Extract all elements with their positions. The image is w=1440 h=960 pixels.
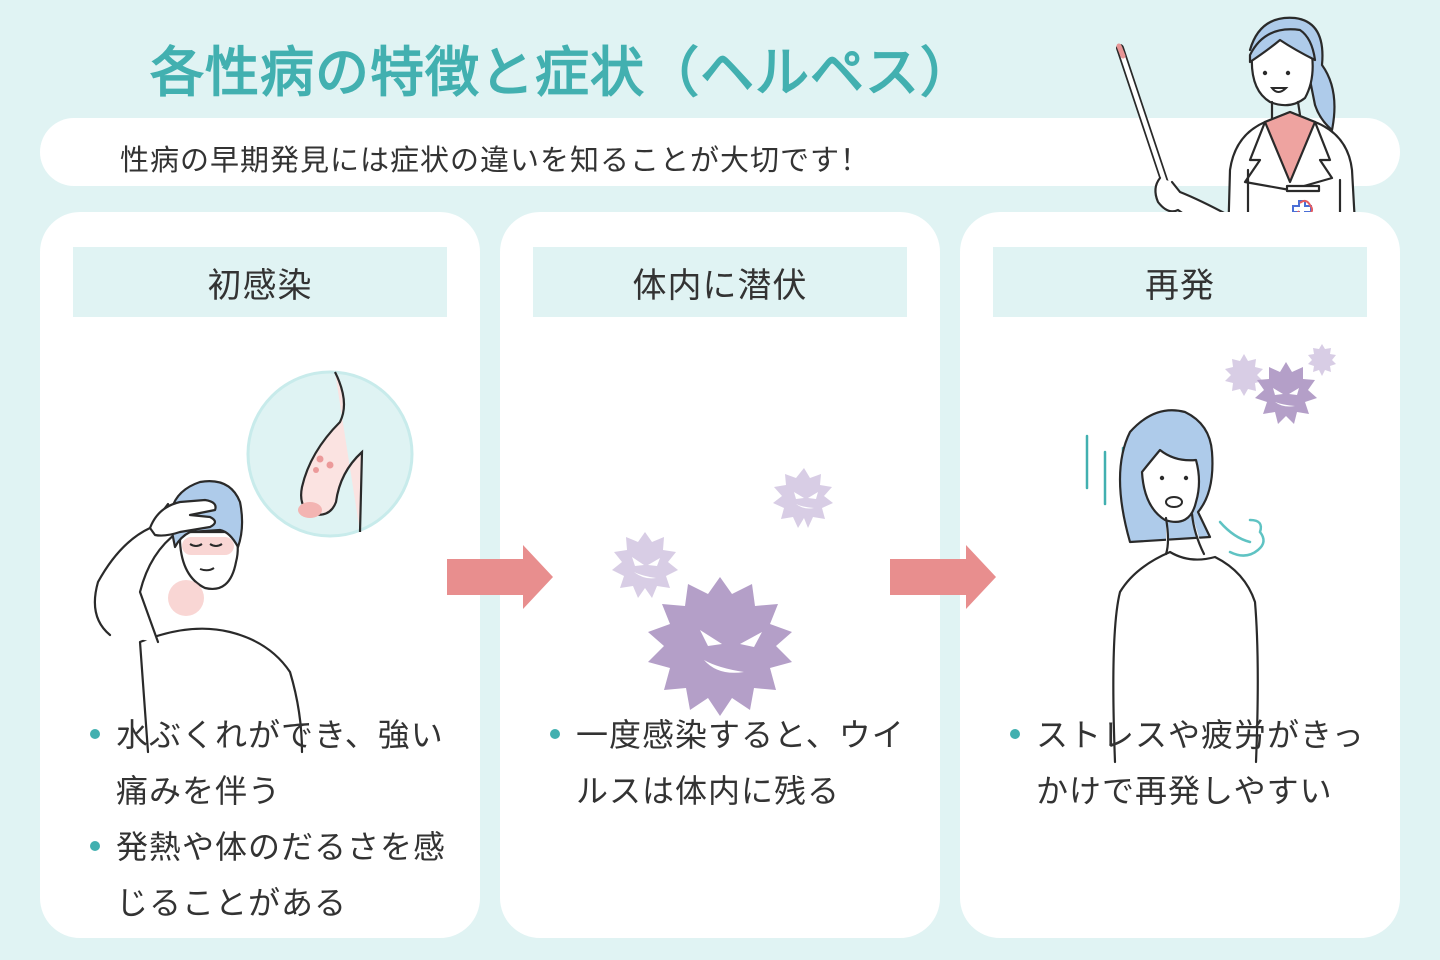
virus-icon bbox=[1255, 362, 1317, 424]
bullet-dot-icon bbox=[90, 729, 100, 739]
symptom-list: 一度感染すると、ウイルスは体内に残る bbox=[550, 707, 910, 819]
stage-heading: 体内に潜伏 bbox=[533, 247, 907, 317]
symptom-item: 一度感染すると、ウイルスは体内に残る bbox=[550, 707, 910, 819]
virus-small-icon bbox=[1225, 354, 1263, 396]
symptom-item: 水ぶくれができ、強い痛みを伴う bbox=[90, 707, 450, 819]
arrow-right-icon bbox=[890, 545, 996, 609]
virus-small-icon bbox=[1308, 344, 1336, 376]
stage-card-latent: 体内に潜伏 一度感染すると、ウイルスは体内に残る bbox=[500, 212, 940, 938]
symptom-item: ストレスや疲労がきっかけで再発しやすい bbox=[1010, 707, 1370, 819]
tired-woman-illustration bbox=[1085, 344, 1336, 764]
doctor-presenter-illustration bbox=[1116, 16, 1358, 242]
symptom-list: ストレスや疲労がきっかけで再発しやすい bbox=[1010, 707, 1370, 819]
symptom-item: 発熱や体のだるさを感じることがある bbox=[90, 819, 450, 931]
symptom-list: 水ぶくれができ、強い痛みを伴う 発熱や体のだるさを感じることがある bbox=[90, 707, 450, 931]
bullet-dot-icon bbox=[90, 841, 100, 851]
page-title: 各性病の特徴と症状（ヘルペス） bbox=[150, 41, 975, 104]
bullet-dot-icon bbox=[1010, 729, 1020, 739]
stage-heading: 再発 bbox=[993, 247, 1367, 317]
arrow-right-icon bbox=[447, 545, 553, 609]
virus-cluster-illustration bbox=[612, 468, 833, 716]
stage-card-recurrence: 再発 ストレスや疲労がきっかけで再発しやすい bbox=[960, 212, 1400, 938]
virus-small-icon bbox=[612, 532, 678, 598]
subtitle-text: 性病の早期発見には症状の違いを知ることが大切です！ bbox=[120, 143, 871, 177]
stage-card-initial-infection: 初感染 水ぶくれができ、強い痛みを伴う 発熱や体のだるさを感じることがあ bbox=[40, 212, 480, 938]
virus-icon bbox=[648, 577, 792, 716]
bullet-dot-icon bbox=[550, 729, 560, 739]
subtitle-banner bbox=[40, 118, 1400, 186]
fever-blister-illustration bbox=[93, 370, 414, 754]
stage-heading: 初感染 bbox=[73, 247, 447, 317]
